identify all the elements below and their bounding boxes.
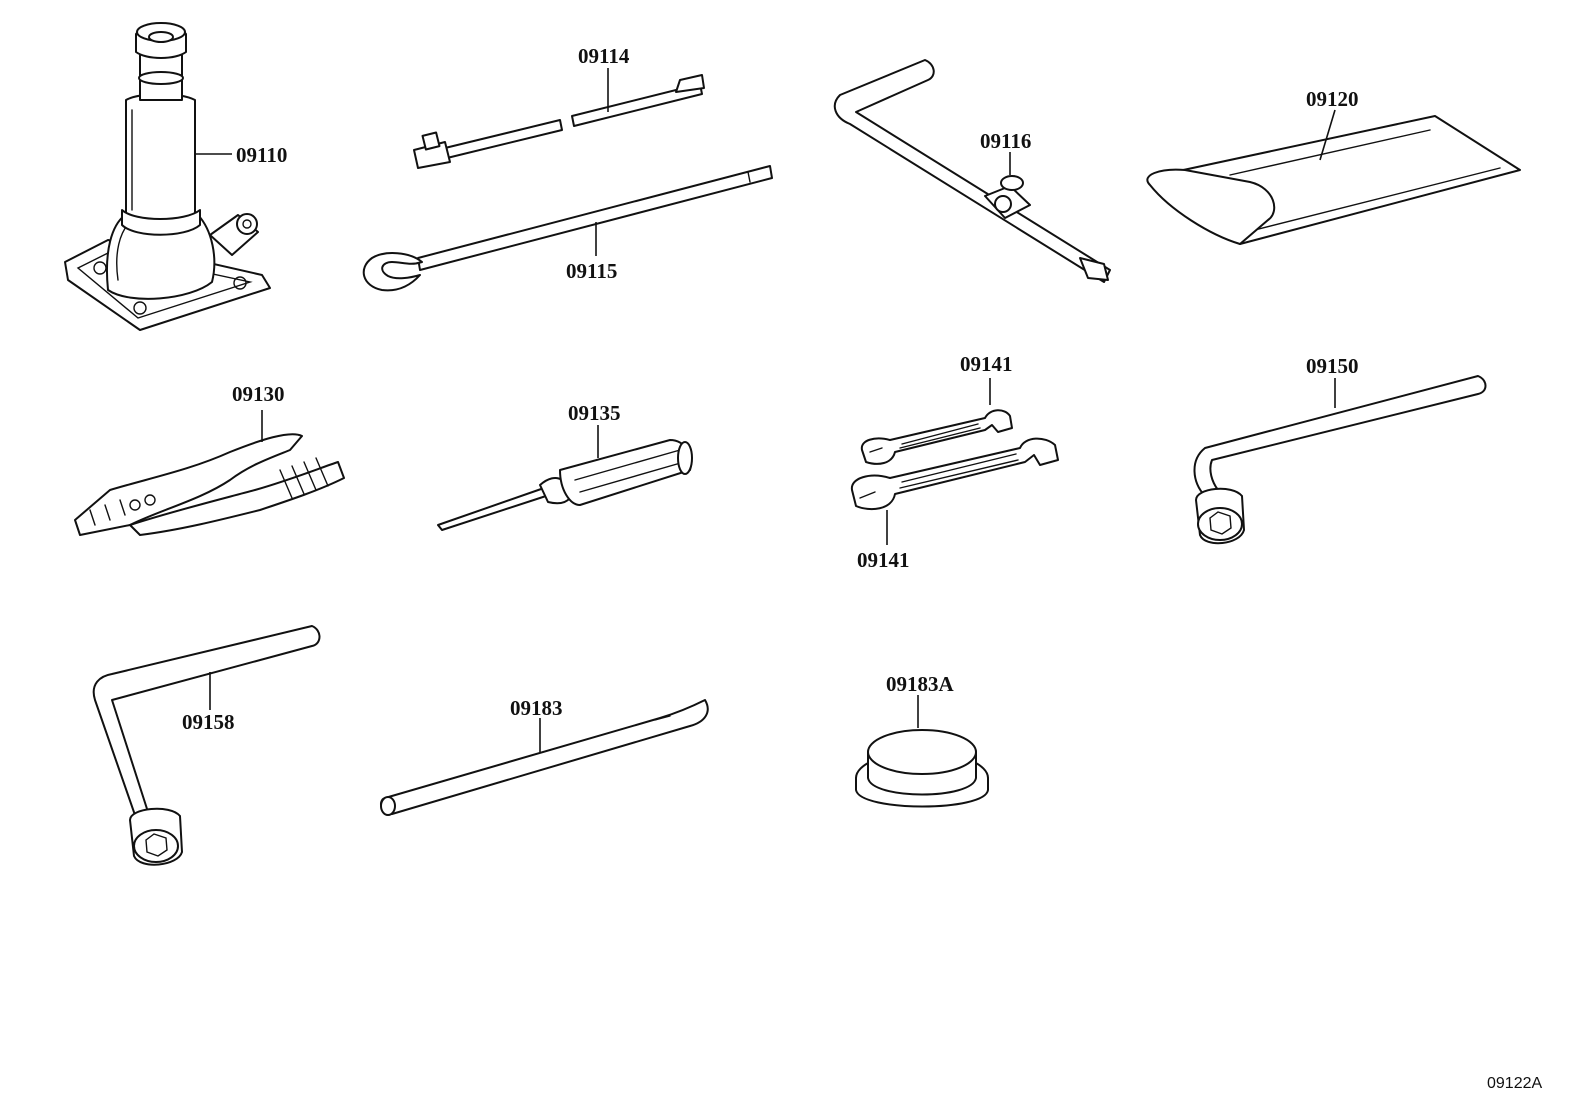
wheel-nut-wrench-illustration bbox=[1193, 375, 1487, 545]
l-wrench-illustration bbox=[92, 625, 321, 866]
tool-bag-illustration bbox=[1146, 115, 1521, 245]
jack-illustration bbox=[64, 22, 271, 331]
label-09116: 09116 bbox=[980, 129, 1031, 153]
label-09114: 09114 bbox=[578, 44, 630, 68]
label-09130: 09130 bbox=[232, 382, 285, 406]
jack-handle-rod-illustration bbox=[413, 74, 705, 169]
wrench-upper-illustration bbox=[860, 409, 1013, 465]
label-09141-upper: 09141 bbox=[960, 352, 1013, 376]
label-09135: 09135 bbox=[568, 401, 621, 425]
label-09158: 09158 bbox=[182, 710, 235, 734]
label-09141-lower: 09141 bbox=[857, 548, 910, 572]
tire-lever-illustration bbox=[379, 699, 709, 816]
plug-illustration bbox=[855, 729, 989, 808]
label-09183: 09183 bbox=[510, 696, 563, 720]
screwdriver-illustration bbox=[437, 439, 693, 531]
label-09183A: 09183A bbox=[886, 672, 955, 696]
label-09115: 09115 bbox=[566, 259, 617, 283]
figure-reference: 09122A bbox=[1487, 1075, 1542, 1092]
hook-rod-illustration bbox=[362, 165, 773, 292]
wrench-lower-illustration bbox=[850, 437, 1059, 511]
jack-handle-illustration bbox=[833, 59, 1111, 283]
label-09110: 09110 bbox=[236, 143, 287, 167]
label-09120: 09120 bbox=[1306, 87, 1359, 111]
pliers-illustration bbox=[74, 433, 345, 536]
label-09150: 09150 bbox=[1306, 354, 1359, 378]
